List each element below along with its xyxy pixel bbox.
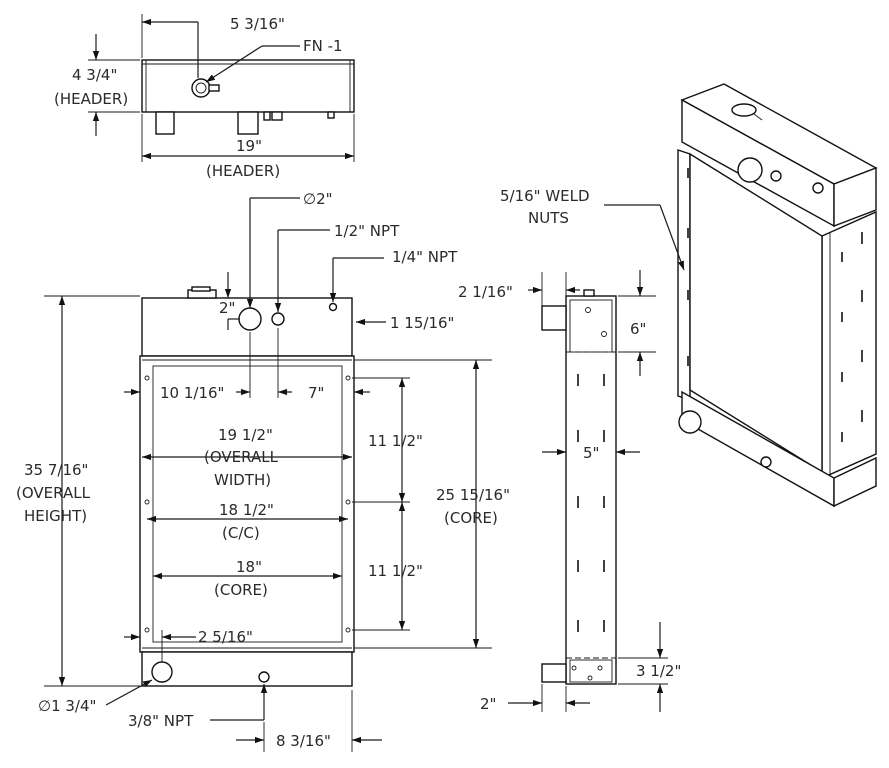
cap-dia-label: ∅2"	[303, 190, 333, 208]
lower-spacing-label: 11 1/2"	[368, 562, 423, 580]
side-top-offset-label: 2 1/16"	[458, 283, 513, 301]
bottom-offset-label: 2 5/16"	[198, 628, 253, 646]
outlet-icon	[151, 661, 173, 683]
upper-spacing-label: 11 1/2"	[368, 432, 423, 450]
fn-label: FN -1	[303, 37, 343, 55]
side-top-height-label: 6"	[630, 320, 646, 338]
npt-quarter-label: 1/4" NPT	[392, 248, 458, 266]
outlet-dia-label: ∅1 3/4"	[38, 697, 96, 715]
top-view: 5 3/16" FN -1 4 3/4" (HEADER) 19" (HEADE…	[54, 14, 355, 180]
side-depth-label: 5"	[583, 444, 599, 462]
filler-cap-icon	[238, 307, 262, 331]
overall-width-value: 19 1/2"	[218, 426, 273, 444]
half-pos-label: 7"	[308, 384, 324, 402]
cap-pos-label: 10 1/16"	[160, 384, 224, 402]
side-view: 2 1/16" 6" 5" 3 1/2" 2"	[458, 270, 681, 713]
side-bottom-height-label: 3 1/2"	[636, 662, 681, 680]
overall-width-note-1: (OVERALL	[204, 448, 279, 466]
header-length-note: (HEADER)	[206, 162, 280, 180]
header-width-label: 5 3/16"	[230, 15, 285, 33]
weld-nuts-label-2: NUTS	[528, 209, 569, 227]
header-height-label: 4 3/4"	[72, 66, 117, 84]
front-view: ∅2" 1/2" NPT 1/4" NPT 2" 1 15/16" 10 1/1…	[16, 190, 510, 752]
cc-width-note: (C/C)	[222, 524, 260, 542]
overall-height-note-2: HEIGHT)	[24, 507, 87, 525]
core-width-value: 18"	[236, 558, 262, 576]
overall-height-value: 35 7/16"	[24, 461, 88, 479]
npt-drain-label: 3/8" NPT	[128, 712, 194, 730]
header-length-label: 19"	[236, 137, 262, 155]
core-height-note: (CORE)	[444, 509, 498, 527]
isometric-view: 5/16" WELD NUTS	[500, 83, 878, 508]
npt-half-label: 1/2" NPT	[334, 222, 400, 240]
cc-width-value: 18 1/2"	[219, 501, 274, 519]
side-bottom-offset-label: 2"	[480, 695, 496, 713]
overall-width-note-2: WIDTH)	[214, 471, 271, 489]
core-height-value: 25 15/16"	[436, 486, 510, 504]
weld-nuts-label-1: 5/16" WELD	[500, 187, 590, 205]
quarter-offset-label: 1 15/16"	[390, 314, 454, 332]
drain-pos-label: 8 3/16"	[276, 732, 331, 750]
header-top-outline	[141, 59, 355, 113]
core-width-note: (CORE)	[214, 581, 268, 599]
overall-height-note-1: (OVERALL	[16, 484, 91, 502]
cap-offset-label: 2"	[219, 299, 235, 317]
header-height-note: (HEADER)	[54, 90, 128, 108]
